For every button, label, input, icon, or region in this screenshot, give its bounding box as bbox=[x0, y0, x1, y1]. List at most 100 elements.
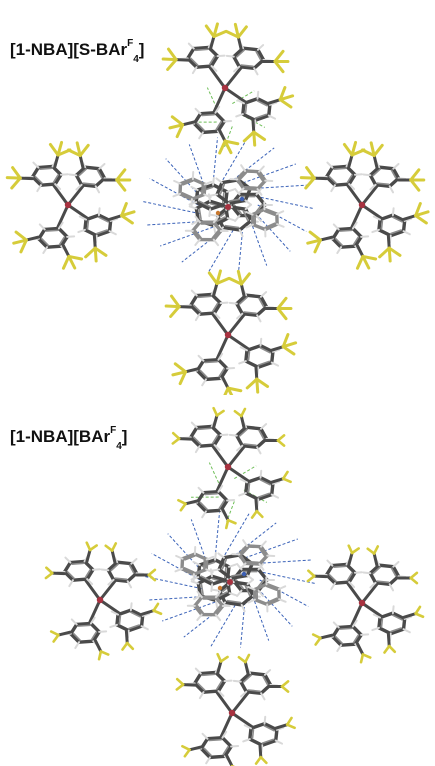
ring-bond bbox=[115, 612, 120, 627]
fluorine-bond bbox=[11, 166, 22, 180]
fluorine-bond bbox=[216, 652, 223, 663]
ring-bond bbox=[245, 343, 263, 353]
ring-bond bbox=[267, 103, 272, 118]
ring-bond bbox=[205, 736, 225, 741]
substituent-bond bbox=[402, 214, 418, 221]
hydrogen-bond-stub bbox=[59, 173, 69, 176]
ring-bond bbox=[274, 728, 279, 743]
b-c-bond bbox=[66, 184, 85, 207]
ring-bond bbox=[377, 563, 395, 569]
ring-bond bbox=[116, 608, 133, 617]
fluorine-bond bbox=[45, 566, 54, 575]
hydrogen-bond-stub bbox=[332, 621, 340, 629]
ring-bond bbox=[97, 166, 107, 180]
ring-bond bbox=[208, 202, 228, 211]
ring-bond bbox=[201, 129, 220, 135]
hydrogen-bond-stub bbox=[392, 162, 400, 170]
fluorine-bond bbox=[226, 518, 237, 525]
ring-bond bbox=[190, 192, 206, 201]
ring-bond bbox=[244, 689, 263, 695]
fluorine-bond bbox=[383, 644, 391, 654]
hydrogen-bond-stub bbox=[172, 192, 182, 198]
b-c-bond bbox=[230, 691, 250, 715]
ring-bond bbox=[106, 568, 116, 582]
hydrogen-bond-stub bbox=[208, 208, 212, 218]
hydrogen-bond-stub bbox=[174, 567, 184, 573]
ring-bond bbox=[127, 624, 144, 633]
hydrogen-bond-stub bbox=[353, 571, 363, 574]
hydrogen-bond-stub bbox=[260, 692, 266, 701]
hydrogen-bond-stub bbox=[213, 312, 221, 319]
hydrogen-bond-stub bbox=[196, 590, 203, 599]
ring-bond bbox=[237, 552, 248, 566]
ring-inner-bond bbox=[242, 210, 249, 222]
hydrogen-bond-stub bbox=[238, 492, 247, 497]
hydrogen-bond-stub bbox=[64, 556, 72, 564]
ring-bond bbox=[95, 229, 112, 238]
close-contact-line bbox=[214, 512, 221, 558]
ring-bond bbox=[244, 293, 263, 299]
fluorine-bond bbox=[387, 246, 402, 257]
ring-inner-bond bbox=[189, 57, 199, 66]
fluorine-bond bbox=[52, 633, 60, 643]
ring-bond bbox=[68, 559, 87, 565]
fluorine-bond bbox=[369, 141, 376, 158]
fluorine-bond bbox=[361, 254, 378, 261]
substituent-bond bbox=[243, 660, 250, 676]
ring-bond bbox=[195, 368, 208, 382]
fluorine-bond bbox=[414, 612, 425, 619]
ring-bond bbox=[216, 358, 229, 371]
fluorine-bond bbox=[175, 683, 185, 691]
ring-bond bbox=[50, 164, 63, 177]
hydrogen-bond-stub bbox=[108, 230, 117, 236]
fluorine-bond bbox=[93, 246, 98, 263]
ring-bond bbox=[204, 508, 223, 514]
substituent-bond bbox=[239, 282, 246, 298]
ring-bond bbox=[255, 178, 267, 191]
hydrogen-bond-stub bbox=[191, 219, 200, 226]
ring-bond bbox=[378, 213, 395, 222]
hydrogen-bond-stub bbox=[256, 90, 260, 100]
ring-bond bbox=[253, 597, 269, 607]
hydrogen-bond-stub bbox=[228, 592, 238, 597]
ring-inner-bond bbox=[197, 427, 212, 431]
substituent-bond bbox=[184, 367, 199, 374]
ring-bond bbox=[337, 624, 355, 630]
ring-inner-bond bbox=[52, 174, 59, 184]
substituent-bond bbox=[209, 34, 216, 50]
substituent-bond bbox=[372, 154, 379, 169]
ring-bond bbox=[59, 235, 69, 248]
hydrogen-bond-stub bbox=[236, 444, 244, 452]
fluorine-bond bbox=[237, 655, 247, 664]
substituent-bond bbox=[110, 549, 117, 564]
hydrogen-bond-stub bbox=[336, 644, 343, 653]
substituent-bond bbox=[402, 612, 418, 619]
fluorine-bond bbox=[313, 238, 322, 254]
hydrogen-bond-stub bbox=[247, 598, 256, 604]
close-contact-line bbox=[165, 158, 201, 197]
fluorine-bond bbox=[414, 605, 422, 615]
ring-inner-bond bbox=[263, 210, 276, 216]
ring-bond bbox=[37, 237, 49, 249]
ring-bond bbox=[71, 577, 89, 582]
fluorine-bond bbox=[166, 58, 178, 71]
hydrogen-bond-stub bbox=[188, 205, 198, 210]
ring-bond bbox=[199, 746, 212, 760]
fluorine-bond bbox=[281, 470, 289, 480]
fluorine-bond bbox=[409, 571, 419, 580]
ring-inner-bond bbox=[204, 492, 218, 496]
fluorine-bond bbox=[66, 148, 82, 158]
close-contact-line bbox=[241, 114, 266, 128]
ring-inner-bond bbox=[82, 182, 96, 186]
ring-inner-bond bbox=[194, 230, 202, 239]
b-c-bond bbox=[360, 203, 384, 221]
ring-inner-bond bbox=[352, 634, 360, 644]
fluorine-bond bbox=[276, 306, 288, 321]
hydrogen-bond-stub bbox=[201, 732, 209, 740]
ring-bond bbox=[339, 642, 357, 647]
hydrogen-bond-stub bbox=[256, 44, 265, 51]
fluorine-bond bbox=[67, 254, 77, 270]
ring-inner-bond bbox=[110, 563, 120, 572]
ring-inner-bond bbox=[255, 50, 262, 61]
ring-bond bbox=[241, 46, 260, 52]
